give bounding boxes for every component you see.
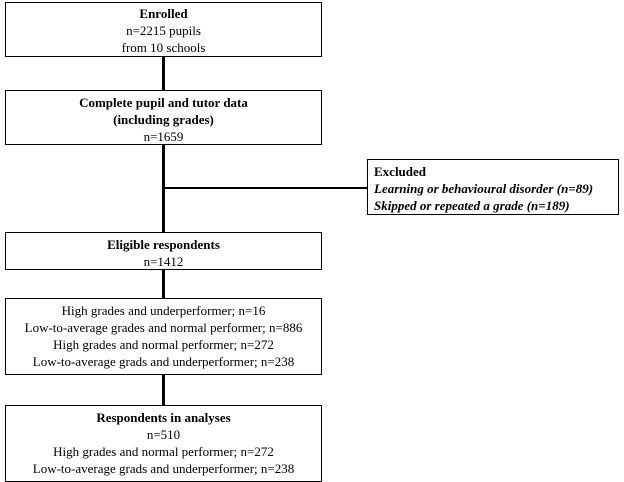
- analyses-item: Low-to-average grads and underperformer;…: [32, 461, 295, 476]
- connector-complete-to-eligible: [162, 145, 165, 232]
- excluded-reason-skipped: Skipped or repeated a grade (n=189): [374, 198, 570, 213]
- group-item: Low-to-average grads and underperformer;…: [32, 354, 295, 369]
- complete-count: n=1659: [143, 129, 184, 144]
- complete-data-box: Complete pupil and tutor data (including…: [5, 90, 322, 145]
- enrolled-count: n=2215 pupils: [126, 23, 201, 38]
- excluded-box: Excluded Learning or behavioural disorde…: [367, 159, 619, 215]
- connector-to-excluded: [164, 187, 367, 189]
- connector-eligible-to-groups: [162, 270, 165, 298]
- enrolled-schools: from 10 schools: [121, 40, 206, 55]
- excluded-title: Excluded: [374, 164, 427, 179]
- excluded-reason-learning: Learning or behavioural disorder (n=89): [374, 181, 594, 196]
- analyses-item: High grades and normal performer; n=272: [53, 444, 274, 459]
- group-item: High grades and normal performer; n=272: [53, 337, 274, 352]
- complete-title: Complete pupil and tutor data: [79, 95, 248, 110]
- connector-enrolled-to-complete: [162, 57, 165, 90]
- enrolled-box: Enrolled n=2215 pupils from 10 schools: [5, 2, 322, 57]
- eligible-box: Eligible respondents n=1412: [5, 232, 322, 270]
- analyses-box: Respondents in analyses n=510 High grade…: [5, 405, 322, 482]
- analyses-count: n=510: [146, 427, 181, 442]
- group-item: High grades and underperformer; n=16: [61, 303, 266, 318]
- group-item: Low-to-average grades and normal perform…: [24, 320, 303, 335]
- eligible-count: n=1412: [143, 254, 184, 269]
- complete-subtitle: (including grades): [113, 112, 214, 127]
- groups-box: High grades and underperformer; n=16 Low…: [5, 298, 322, 375]
- connector-groups-to-analyses: [162, 375, 165, 405]
- analyses-title: Respondents in analyses: [96, 410, 231, 425]
- enrolled-title: Enrolled: [139, 6, 188, 21]
- eligible-title: Eligible respondents: [107, 237, 220, 252]
